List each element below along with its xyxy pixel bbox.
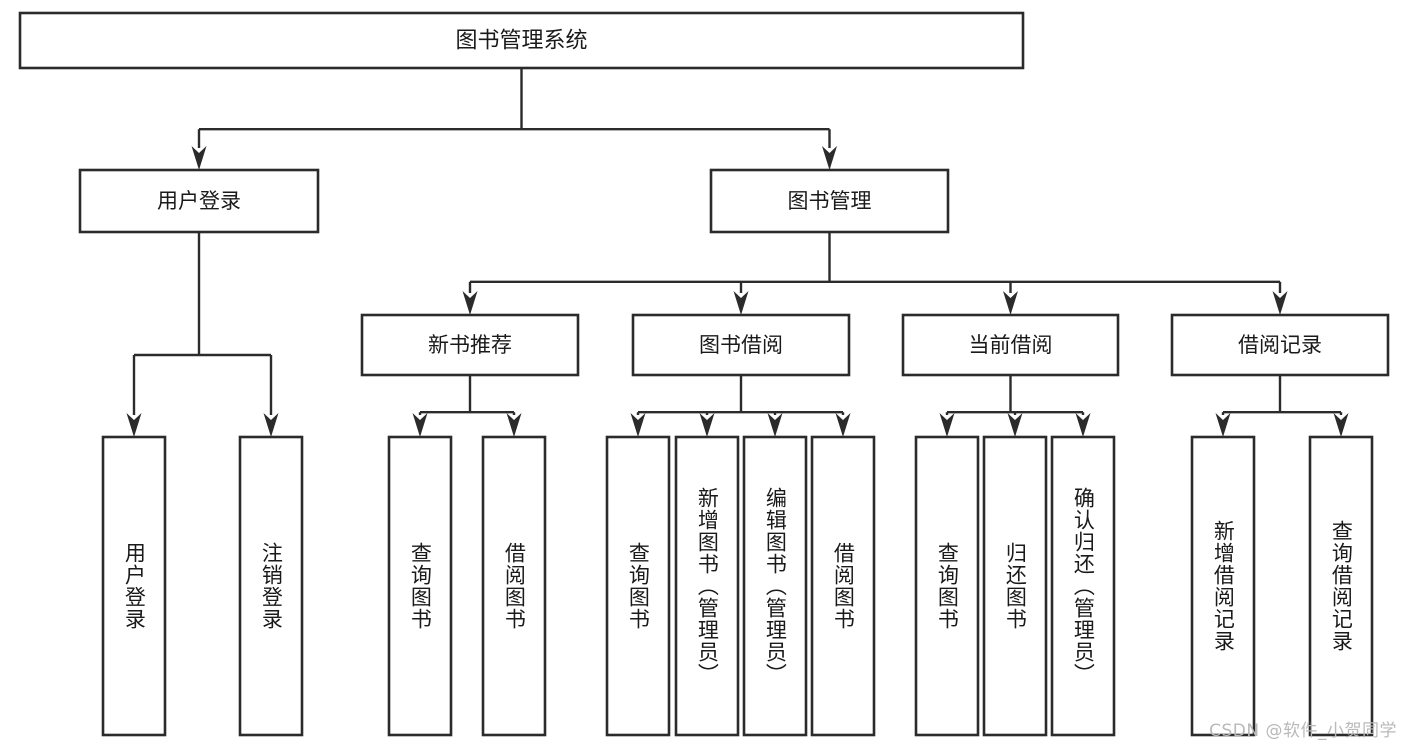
arrow-head-icon — [1272, 291, 1288, 315]
arrow-head-icon — [835, 413, 851, 437]
node-box[interactable] — [238, 435, 304, 737]
node-label: 图书管理系统 — [455, 29, 587, 54]
arrow-head-icon — [412, 413, 428, 437]
arrow-head-icon — [822, 146, 837, 170]
node-user-login[interactable]: 用户登录 — [78, 168, 320, 234]
node-box[interactable] — [18, 11, 1025, 70]
node-box[interactable] — [360, 313, 580, 377]
node-box[interactable] — [631, 313, 851, 377]
node-root[interactable]: 图书管理系统 — [18, 11, 1025, 70]
node-leaf-user-login[interactable] — [101, 435, 167, 737]
node-book-manage[interactable]: 图书管理 — [709, 168, 950, 234]
arrow-head-icon — [1003, 291, 1018, 315]
node-leaf-query-record[interactable] — [1308, 435, 1374, 737]
node-leaf-logout-login[interactable] — [238, 435, 304, 737]
arrow-head-icon — [191, 146, 207, 170]
node-box[interactable] — [982, 435, 1048, 737]
node-box[interactable] — [605, 435, 671, 737]
connector-layer — [126, 68, 1349, 437]
node-leaf-add-record[interactable] — [1190, 435, 1256, 737]
arrow-head-icon — [1075, 413, 1091, 437]
node-leaf-borrow-book-2[interactable] — [810, 435, 876, 737]
arrow-head-icon — [939, 413, 955, 437]
node-box[interactable] — [481, 435, 547, 737]
node-label: 当前借阅 — [969, 333, 1053, 357]
node-leaf-query-book-2[interactable] — [605, 435, 671, 737]
node-leaf-borrow-book-1[interactable] — [481, 435, 547, 737]
arrow-head-icon — [767, 413, 783, 437]
node-leaf-return-book[interactable] — [982, 435, 1048, 737]
node-box[interactable] — [101, 435, 167, 737]
node-book-borrow[interactable]: 图书借阅 — [631, 313, 851, 377]
arrow-head-icon — [462, 291, 478, 315]
node-borrow-record[interactable]: 借阅记录 — [1170, 313, 1390, 377]
node-box[interactable] — [1170, 313, 1390, 377]
node-label: 图书管理 — [788, 189, 872, 213]
node-new-book-rec[interactable]: 新书推荐 — [360, 313, 580, 377]
node-leaf-query-book-3[interactable] — [914, 435, 980, 737]
node-box[interactable] — [709, 168, 950, 234]
node-box[interactable] — [742, 435, 808, 737]
node-box[interactable] — [1190, 435, 1256, 737]
node-leaf-add-book[interactable] — [674, 435, 740, 737]
arrow-head-icon — [1333, 413, 1349, 437]
arrow-head-icon — [630, 413, 646, 437]
node-label: 借阅记录 — [1238, 333, 1322, 357]
arrow-head-icon — [699, 413, 715, 437]
node-leaf-query-book-1[interactable] — [387, 435, 453, 737]
node-label: 图书借阅 — [699, 333, 783, 357]
arrow-head-icon — [1007, 413, 1023, 437]
node-label: 新书推荐 — [428, 333, 512, 357]
node-box[interactable] — [674, 435, 740, 737]
node-leaf-confirm-return[interactable] — [1050, 435, 1116, 737]
arrow-head-icon — [126, 413, 142, 437]
node-box[interactable] — [1308, 435, 1374, 737]
arrow-head-icon — [733, 291, 749, 315]
node-leaf-edit-book[interactable] — [742, 435, 808, 737]
arrow-head-icon — [506, 413, 522, 437]
node-box[interactable] — [810, 435, 876, 737]
node-box[interactable] — [914, 435, 980, 737]
arrow-head-icon — [263, 413, 279, 437]
node-box[interactable] — [901, 313, 1120, 377]
node-label: 用户登录 — [157, 189, 241, 213]
arrow-head-icon — [1215, 413, 1231, 437]
node-box[interactable] — [1050, 435, 1116, 737]
csdn-watermark: CSDN @软件_小贺同学 — [1209, 721, 1397, 741]
node-box[interactable] — [387, 435, 453, 737]
node-box[interactable] — [78, 168, 320, 234]
node-current-borrow[interactable]: 当前借阅 — [901, 313, 1120, 377]
